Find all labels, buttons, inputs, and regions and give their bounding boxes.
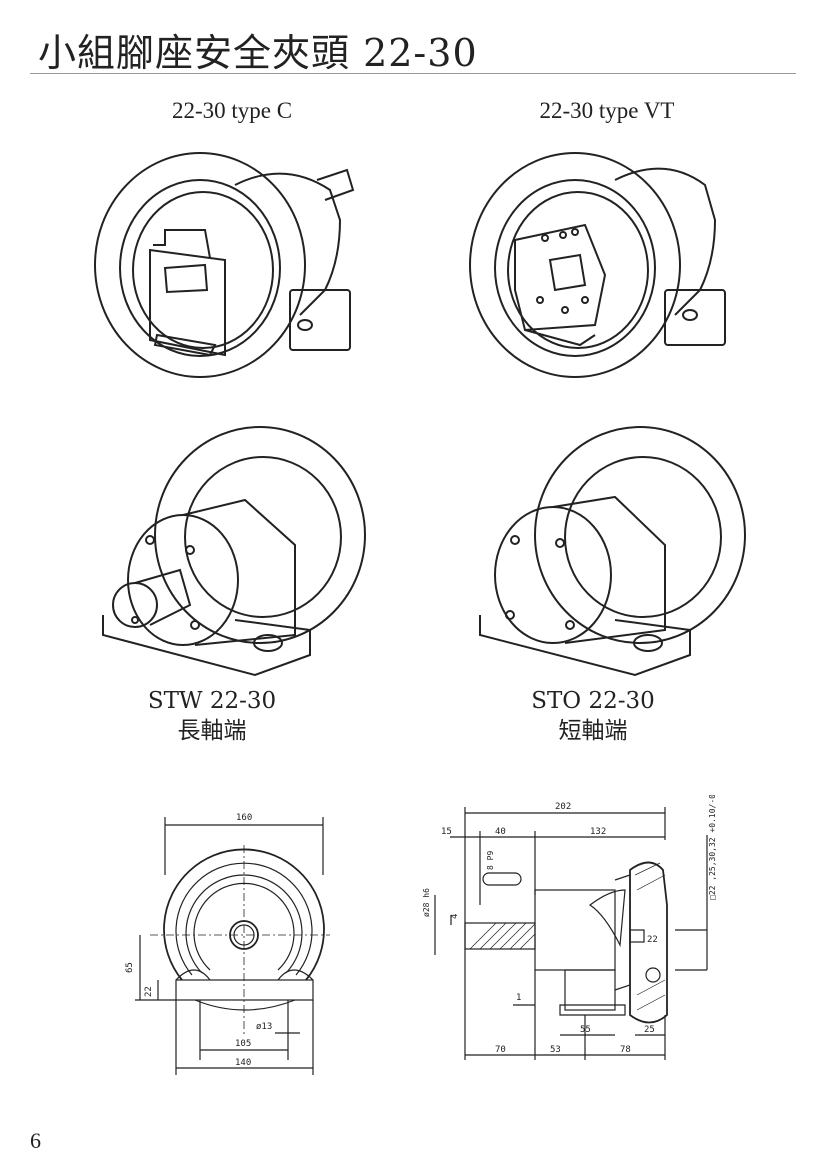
dim-140: 140 xyxy=(235,1058,251,1068)
caption-sto: STO 22-30 短軸端 xyxy=(463,686,723,746)
sto-name: STO 22-30 xyxy=(531,688,655,714)
dim-65: 65 xyxy=(125,962,135,973)
dim-160: 160 xyxy=(236,813,252,823)
dim-22b: 22 xyxy=(647,935,658,945)
dim-78: 78 xyxy=(620,1045,631,1055)
dim-1: 1 xyxy=(516,993,521,1003)
sto-illustration xyxy=(479,426,746,677)
dim-22: 22 xyxy=(144,986,154,997)
dim-4: 4 xyxy=(450,914,460,919)
page-number: 6 xyxy=(30,1128,41,1153)
dim-13: ø13 xyxy=(256,1022,272,1032)
dim-70: 70 xyxy=(495,1045,506,1055)
dim-28: ø28 h6 xyxy=(422,888,431,917)
dim-25: 25 xyxy=(644,1025,655,1035)
title-underline xyxy=(30,73,796,74)
dim-square: □22 ,25,30,32 +0.10/-0 xyxy=(708,795,717,900)
caption-type-vt: 22-30 type VT xyxy=(539,98,675,123)
dim-15: 15 xyxy=(441,827,452,837)
type-vt-illustration xyxy=(469,152,726,378)
dim-53: 53 xyxy=(550,1045,561,1055)
caption-type-c: 22-30 type C xyxy=(171,98,293,123)
stw-desc: 長軸端 xyxy=(177,718,247,744)
dim-105: 105 xyxy=(235,1039,251,1049)
dim-132: 132 xyxy=(590,827,606,837)
dim-202: 202 xyxy=(555,802,571,812)
front-view-drawing: 160 65 22 ø13 105 140 xyxy=(125,813,330,1075)
stw-illustration xyxy=(102,426,366,677)
caption-stw: STW 22-30 長軸端 xyxy=(82,686,342,746)
dim-40: 40 xyxy=(495,827,506,837)
stw-name: STW 22-30 xyxy=(147,688,277,714)
type-c-illustration xyxy=(94,152,355,378)
dim-55: 55 xyxy=(580,1025,591,1035)
dim-8p9: 8 P9 xyxy=(486,851,495,870)
side-view-drawing: 202 15 40 132 8 P9 ø28 h6 4 □22 ,25,30,3… xyxy=(422,795,717,1060)
sto-desc: 短軸端 xyxy=(558,718,628,744)
page-title: 小組腳座安全夾頭 22-30 xyxy=(38,31,478,75)
